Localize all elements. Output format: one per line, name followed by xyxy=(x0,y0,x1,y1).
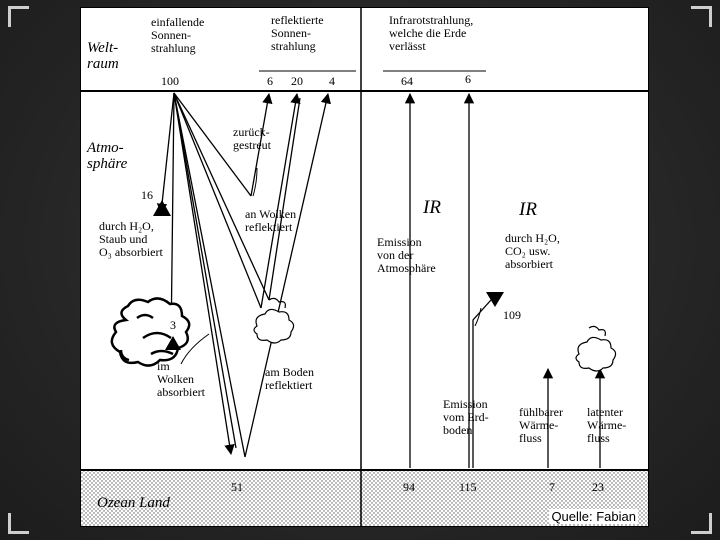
label-ground-reflected: am Boden reflektiert xyxy=(265,365,314,392)
cloud-right xyxy=(575,325,617,372)
pointer-ir-absorbed xyxy=(474,307,482,327)
label-scattered-back: zurück- gestreut xyxy=(233,125,271,152)
frame-corner-top-left xyxy=(8,6,29,27)
ray-ground-refl xyxy=(173,92,246,458)
diagram-graphics xyxy=(81,8,648,526)
value-ground-94: 94 xyxy=(403,480,415,494)
value-ground-7: 7 xyxy=(549,480,555,494)
ray-ground-51a xyxy=(173,92,235,456)
value-outgoing-64: 64 xyxy=(401,74,413,88)
label-cloud-reflected: an Wolken reflektiert xyxy=(245,207,297,234)
pointer-scatter xyxy=(252,167,258,197)
label-weltraum: Welt- raum xyxy=(87,40,119,72)
refl-cloud-20a xyxy=(260,92,301,309)
value-absorbed-3: 3 xyxy=(170,318,176,332)
ray-scatter xyxy=(173,92,252,197)
triangle-16 xyxy=(153,200,171,216)
triangle-3 xyxy=(165,336,181,350)
value-reflected-20: 20 xyxy=(291,74,303,88)
refl-scatter-6 xyxy=(250,92,273,197)
ray-cloud xyxy=(173,92,262,309)
label-incoming-radiation: einfallende Sonnen- strahlung xyxy=(151,15,205,55)
cloud-mid xyxy=(253,297,295,344)
label-ir-right: IR xyxy=(519,199,537,220)
cloud-left xyxy=(110,297,191,367)
ray-ground-51b xyxy=(173,92,237,449)
pointer-cloud xyxy=(180,333,210,365)
label-latent-heat: latenter Wärme- fluss xyxy=(587,405,627,445)
label-ir-left: IR xyxy=(423,197,441,218)
label-sensible-heat: fühlbarer Wärme- fluss xyxy=(519,405,563,445)
ray-cloud-2 xyxy=(173,92,270,301)
frame-corner-bottom-right xyxy=(691,513,712,534)
frame-corner-bottom-left xyxy=(8,513,29,534)
label-emission-ground: Emission vom Erd- boden xyxy=(443,397,489,437)
energy-balance-diagram: Welt- raum Atmo- sphäre Ozean Land einfa… xyxy=(80,7,649,527)
label-cloud-absorbed: im Wolken absorbiert xyxy=(157,359,205,399)
value-absorbed-109: 109 xyxy=(503,308,521,322)
value-reflected-6: 6 xyxy=(267,74,273,88)
arrow-absorbed-109 xyxy=(472,299,492,468)
value-reflected-4: 4 xyxy=(329,74,335,88)
label-reflected-radiation: reflektierte Sonnen- strahlung xyxy=(271,13,324,53)
label-absorbed-h2o-co2: durch H₂O, CO₂ usw. absorbiert xyxy=(505,231,560,271)
refl-cloud-20b xyxy=(268,97,301,301)
value-outgoing-6: 6 xyxy=(465,72,471,86)
triangle-109 xyxy=(486,292,504,307)
value-ground-51: 51 xyxy=(231,480,243,494)
label-infrared-outgoing: Infrarotstrahlung, welche die Erde verlä… xyxy=(389,13,474,53)
refl-ground-4 xyxy=(244,92,331,458)
value-ground-115: 115 xyxy=(459,480,477,494)
source-credit: Quelle: Fabian xyxy=(549,509,638,524)
value-incoming: 100 xyxy=(161,74,179,88)
label-ozean-land: Ozean Land xyxy=(97,495,170,511)
label-emission-atmosphere: Emission von der Atmosphäre xyxy=(377,235,436,275)
reflected-rays xyxy=(244,92,331,458)
label-absorbed-h2o-dust: durch H₂O, Staub und O₃ absorbiert xyxy=(99,219,163,259)
frame-corner-top-right xyxy=(691,6,712,27)
ir-arrows xyxy=(404,92,606,468)
label-atmosphaere: Atmo- sphäre xyxy=(87,140,128,172)
value-ground-23: 23 xyxy=(592,480,604,494)
value-absorbed-16: 16 xyxy=(141,188,153,202)
ray-absorbed-16 xyxy=(156,92,175,215)
